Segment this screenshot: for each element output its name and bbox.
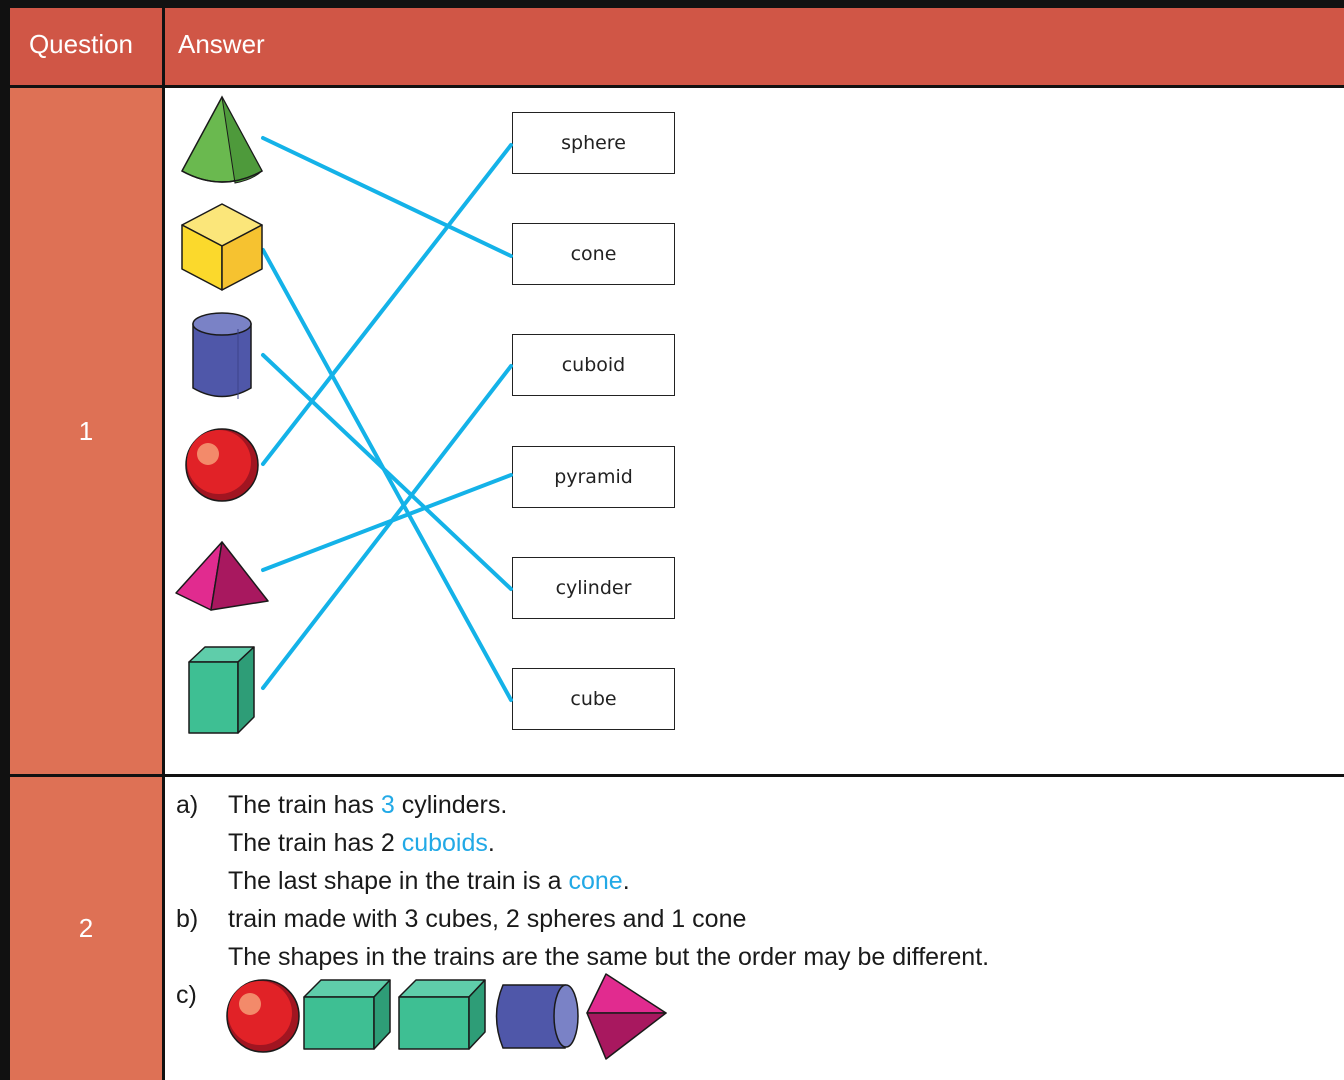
label-text: cube <box>570 688 617 710</box>
match-line-cylinder <box>261 353 513 591</box>
header-question: Question <box>0 0 162 88</box>
match-lines <box>261 136 513 702</box>
question-2-answer: a) The train has 3 cylinders. The train … <box>176 786 989 1014</box>
text: The last shape in the train is a <box>228 867 569 895</box>
match-line-pyramid <box>261 473 513 572</box>
cuboid-icon <box>303 979 391 1050</box>
pyramid-icon <box>586 973 667 1060</box>
text: The train has <box>228 791 381 819</box>
row-divider <box>0 774 1344 777</box>
answer-line: b) train made with 3 cubes, 2 spheres an… <box>176 900 989 938</box>
answer-line: The shapes in the trains are the same bu… <box>176 938 989 976</box>
cylinder-icon <box>192 312 252 399</box>
label-text: cone <box>570 243 617 265</box>
header-divider <box>0 85 1344 88</box>
label-text: pyramid <box>554 466 633 488</box>
sphere-icon <box>226 979 300 1053</box>
cylinder-icon <box>495 984 579 1049</box>
answer-value: cone <box>568 867 623 895</box>
label-text: cylinder <box>555 577 632 599</box>
answer-line: c) <box>176 976 989 1014</box>
question-cell-2: 2 <box>10 777 162 1080</box>
match-line-cuboid <box>261 364 513 690</box>
label-sphere: sphere <box>512 112 675 174</box>
pyramid-icon <box>175 541 269 611</box>
text: The shapes in the trains are the same bu… <box>228 943 990 971</box>
part-marker: c) <box>176 981 197 1009</box>
match-line-cube <box>261 248 513 702</box>
sphere-icon <box>185 428 259 502</box>
label-text: sphere <box>561 132 626 154</box>
match-line-sphere <box>261 143 513 466</box>
train-drawing <box>226 973 667 1060</box>
text: cylinders. <box>394 791 508 819</box>
answer-value: 3 <box>380 791 395 819</box>
header-question-label: Question <box>28 28 134 59</box>
part-marker: a) <box>176 791 199 819</box>
label-cuboid: cuboid <box>512 334 675 396</box>
label-cylinder: cylinder <box>512 557 675 619</box>
label-pyramid: pyramid <box>512 446 675 508</box>
question-number: 1 <box>78 415 94 446</box>
answer-value: cuboids <box>401 829 488 857</box>
cube-icon <box>181 203 263 291</box>
cone-icon <box>180 95 264 184</box>
text: . <box>622 867 630 895</box>
table-border-left <box>0 0 10 1080</box>
answer-line: The last shape in the train is a cone. <box>176 862 989 900</box>
match-line-cone <box>261 136 513 258</box>
cuboid-icon <box>398 979 486 1050</box>
column-divider <box>162 0 165 1080</box>
part-marker: b) <box>176 905 199 933</box>
label-cube: cube <box>512 668 675 730</box>
question-cell-1: 1 <box>10 88 162 774</box>
answer-line: The train has 2 cuboids. <box>176 824 989 862</box>
header-answer: Answer <box>165 0 1344 88</box>
text: . <box>487 829 495 857</box>
header-answer-label: Answer <box>178 28 265 59</box>
question-number: 2 <box>78 913 94 943</box>
text: The train has 2 <box>228 829 402 857</box>
table-border-top <box>0 0 1344 8</box>
cuboid-icon <box>188 646 255 734</box>
text: train made with 3 cubes, 2 spheres and 1… <box>228 905 747 933</box>
answer-line: a) The train has 3 cylinders. <box>176 786 989 824</box>
label-text: cuboid <box>561 354 626 376</box>
label-cone: cone <box>512 223 675 285</box>
